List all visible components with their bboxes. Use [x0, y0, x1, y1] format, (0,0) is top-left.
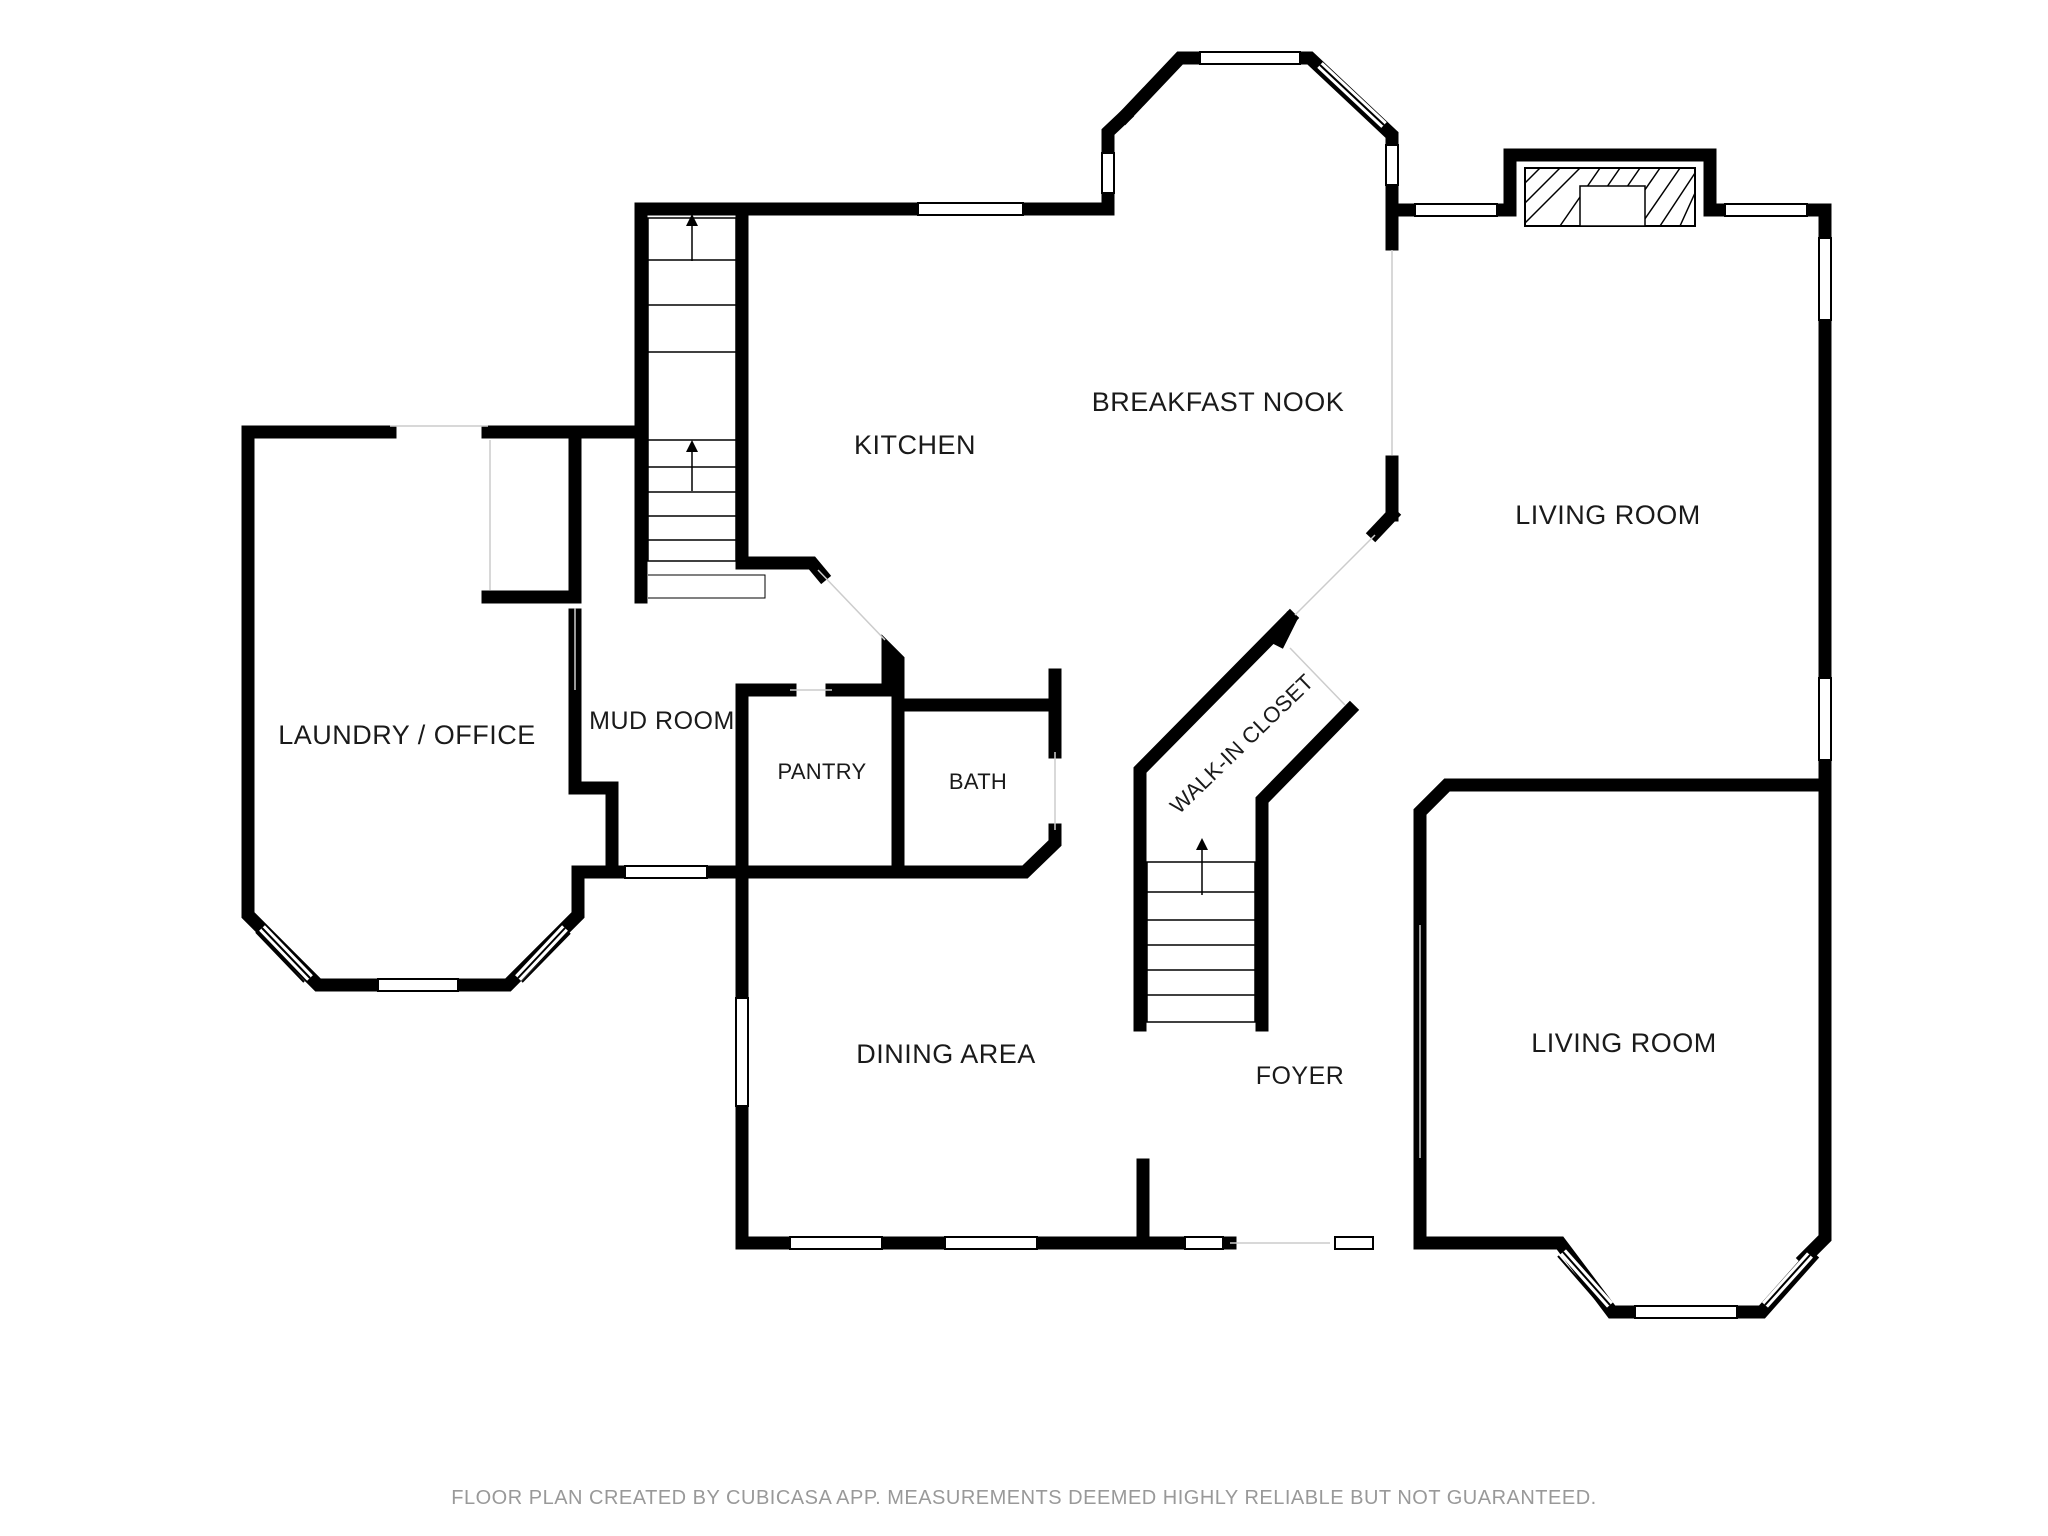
window-foyer-bottom-2	[1334, 1236, 1374, 1250]
laundry-divider	[568, 608, 619, 879]
label-foyer: FOYER	[1256, 1062, 1345, 1090]
dining-walls	[735, 865, 1237, 1250]
label-living-room-lower: LIVING ROOM	[1531, 1028, 1717, 1058]
window-nook-right	[1385, 144, 1399, 186]
laundry-closet-bottom	[481, 425, 582, 604]
closet-wall-right	[1255, 700, 1360, 1032]
stair-arrows	[686, 214, 1208, 850]
window-living-right-2	[1818, 677, 1832, 761]
label-kitchen: KITCHEN	[854, 430, 976, 460]
stairs-foyer	[1146, 846, 1256, 1023]
windows	[377, 51, 1832, 1319]
window-nook-left	[1101, 152, 1115, 194]
window-mudroom-bottom	[624, 865, 708, 879]
label-bath: BATH	[949, 769, 1007, 794]
diagonal-windows	[255, 62, 1816, 1311]
closet-diag-top	[1271, 611, 1299, 649]
window-dining-bottom-2	[944, 1236, 1038, 1250]
nook-diag-end	[1365, 505, 1402, 543]
window-kitchen-top	[917, 202, 1024, 216]
label-mud-room: MUD ROOM	[589, 707, 735, 735]
label-breakfast-nook: BREAKFAST NOOK	[1092, 387, 1345, 417]
window-living-top-left	[1414, 203, 1498, 217]
footer-disclaimer: FLOOR PLAN CREATED BY CUBICASA APP. MEAS…	[451, 1487, 1596, 1509]
living-lower-top	[1413, 778, 1832, 927]
window-laundry-bottom	[377, 978, 459, 992]
living-top-wall	[1385, 148, 1832, 1268]
fireplace	[1524, 167, 1696, 227]
bath-walls	[891, 823, 1062, 879]
window-living-right-1	[1818, 237, 1832, 321]
window-nook-top	[1199, 51, 1301, 65]
window-dining-bottom-1	[789, 1236, 883, 1250]
stair-inner-wall	[735, 202, 832, 585]
window-living-top-right	[1724, 203, 1808, 217]
nook-bay	[1115, 51, 1399, 251]
laundry-wall-top-left	[241, 425, 585, 992]
label-walk-in-closet: WALK-IN CLOSET	[1165, 669, 1318, 818]
window-dining-left	[735, 997, 749, 1107]
label-dining-area: DINING AREA	[856, 1039, 1036, 1069]
label-laundry-office: LAUNDRY / OFFICE	[278, 720, 536, 750]
label-pantry: PANTRY	[777, 759, 866, 784]
mudroom-right-wall	[735, 683, 797, 879]
pantry-walls	[735, 634, 905, 879]
openings	[390, 250, 1421, 1244]
walls	[241, 51, 1832, 1319]
living-lower-walls	[1413, 911, 1820, 1319]
window-living-lower-bottom	[1634, 1305, 1738, 1319]
label-living-room-upper: LIVING ROOM	[1515, 500, 1701, 530]
closet-wall-left	[1133, 608, 1300, 862]
window-foyer-bottom-1	[1184, 1236, 1224, 1250]
stair-block-outer	[634, 106, 1135, 604]
